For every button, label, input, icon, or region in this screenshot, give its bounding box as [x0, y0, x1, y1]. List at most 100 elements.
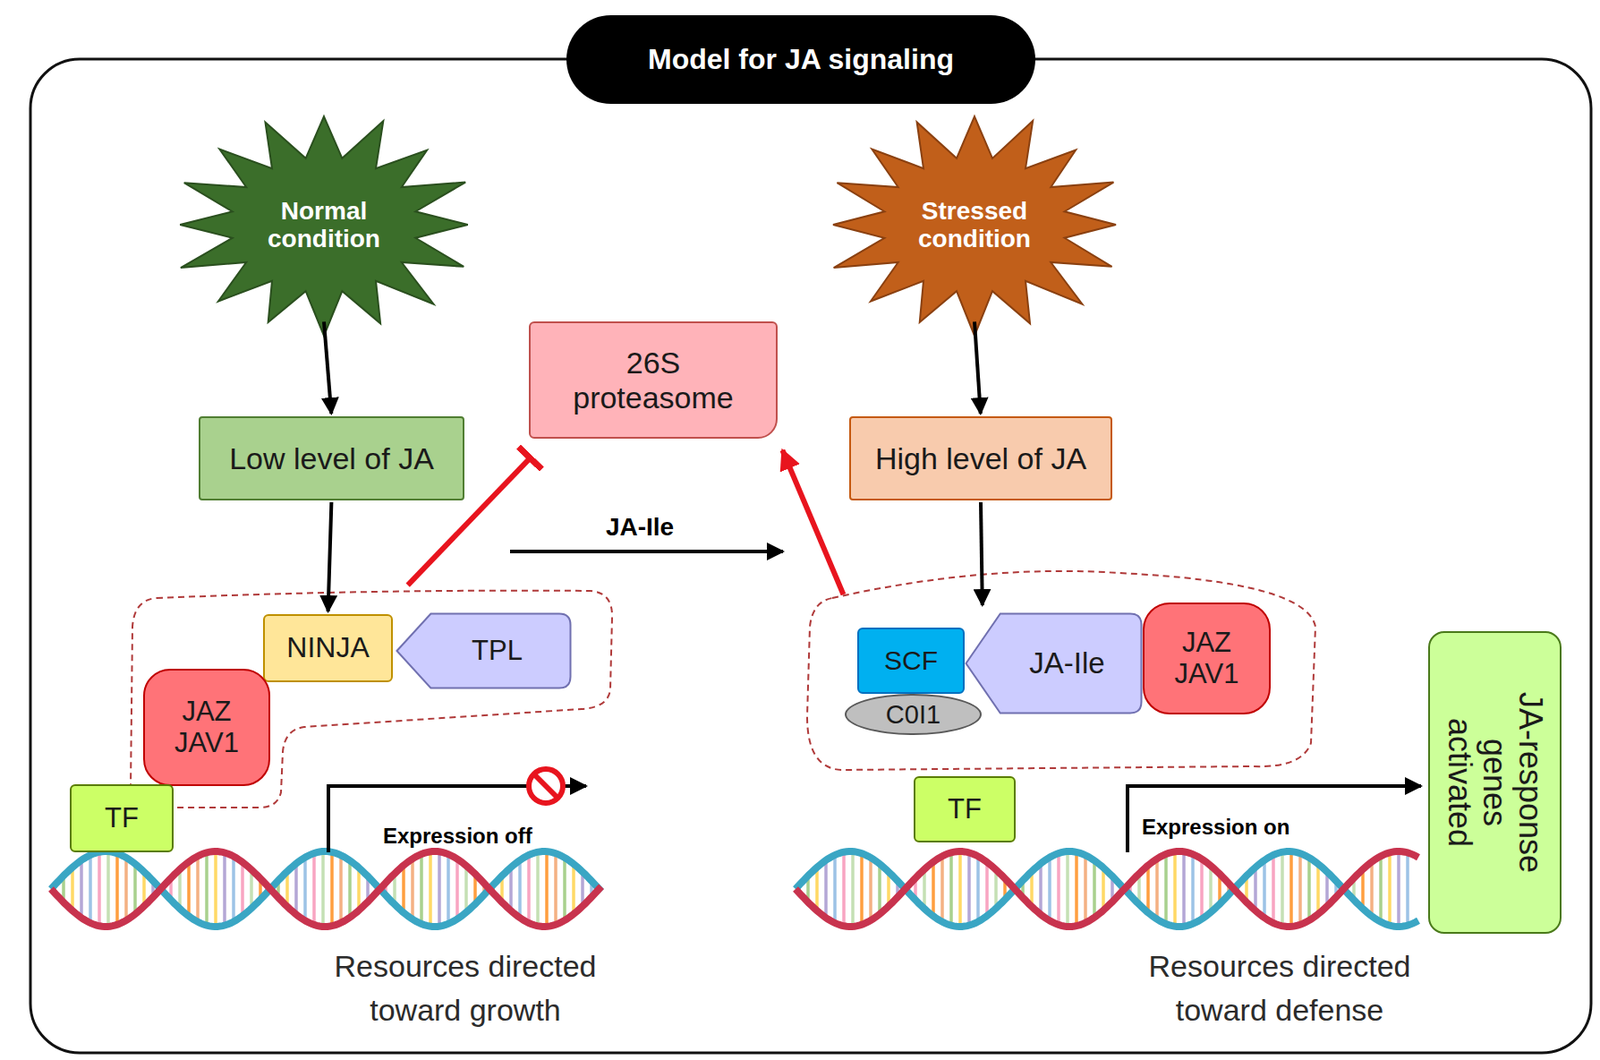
dna-rung: [967, 851, 971, 925]
diagram-title: Model for JA signaling: [647, 42, 954, 77]
dna-rung: [833, 854, 837, 923]
star-outline: [179, 116, 469, 336]
dna-rung: [985, 861, 989, 916]
connector-arrow: [782, 450, 843, 595]
dna-rung: [509, 867, 513, 911]
transcription-factor-box: TF: [69, 783, 174, 852]
dna-rung: [571, 863, 576, 914]
node-text: JA-Ile: [1029, 646, 1105, 681]
dna-rung: [401, 865, 406, 913]
dna-rung: [1280, 851, 1285, 927]
node-text: TF: [947, 793, 982, 826]
transcription-arrow: [1127, 785, 1422, 852]
dna-rung: [1396, 851, 1401, 927]
dna-rung: [1298, 852, 1303, 925]
dna-rung: [222, 851, 227, 925]
node-text: TPL: [471, 635, 523, 667]
node-text: SCF: [884, 645, 938, 676]
dna-rung: [1405, 851, 1410, 925]
dna-rung: [464, 865, 469, 912]
dna-rung: [1155, 858, 1159, 920]
dna-rung: [527, 854, 531, 923]
dna-rung: [562, 857, 567, 920]
dna-rung: [1253, 867, 1258, 911]
output-box: JA-response genes activated: [1428, 630, 1562, 934]
node-text: Stressed condition: [898, 196, 1051, 254]
dna-rung: [195, 855, 200, 921]
node-text: Normal condition: [247, 196, 400, 254]
dna-strand: [51, 851, 602, 927]
no-entry-symbol: [534, 774, 558, 798]
protein-pentagon: TPL: [395, 612, 572, 690]
signal-label: JA-Ile: [563, 511, 716, 543]
dna-rung: [976, 856, 980, 922]
protein-box: SCF: [857, 627, 965, 694]
dna-rung: [1056, 852, 1061, 925]
dna-rung: [115, 852, 120, 925]
dna-rung: [330, 851, 334, 926]
dna-strand: [795, 851, 1419, 927]
node-text: High level of JA: [875, 441, 1087, 476]
dna-rung: [1074, 851, 1079, 926]
transcription-factor-box: TF: [913, 775, 1016, 843]
dna-rung: [1271, 854, 1276, 923]
dna-rung: [88, 854, 93, 923]
dna-rung: [851, 851, 855, 927]
node-text: JA-response genes activated: [1441, 677, 1549, 888]
node-text: TF: [104, 802, 139, 835]
dna-rung: [1316, 863, 1320, 914]
dna-rung: [1038, 863, 1043, 915]
pentagon-outline: [966, 613, 1142, 714]
outer-frame: [30, 59, 1592, 1053]
signal-arrow: [510, 549, 783, 554]
dna-rung: [1065, 851, 1070, 927]
dna-rung: [1173, 851, 1177, 926]
title-pill: Model for JA signaling: [566, 15, 1036, 104]
dna-rung: [859, 852, 864, 925]
dna-rung: [536, 851, 540, 927]
dna-rung: [133, 863, 137, 914]
node-text: NINJA: [286, 631, 369, 664]
node-text: JAZ JAV1: [1168, 627, 1245, 690]
dna-rung: [79, 859, 84, 918]
dna-rung: [949, 851, 954, 925]
dna-rung: [1387, 851, 1392, 925]
dna-rung: [1208, 865, 1213, 912]
dna-rung: [455, 859, 460, 920]
dna-rung: [97, 851, 102, 927]
dna-rung: [518, 859, 522, 918]
dna-rung: [553, 852, 558, 925]
dna-rung: [1083, 854, 1088, 922]
dna-rung: [213, 851, 218, 927]
dna-rung: [1146, 865, 1150, 913]
dna-rung: [204, 851, 209, 925]
dna-rung: [958, 851, 962, 927]
dna-rung: [446, 853, 451, 924]
connector-arrow: [328, 502, 332, 612]
dna-rung: [321, 851, 325, 927]
level-box: Low level of JA: [198, 416, 465, 501]
connector-arrow: [980, 502, 983, 605]
dna-rung: [815, 867, 819, 911]
dna-helix: [51, 851, 602, 927]
outcome-note: Resources directed toward growth: [308, 944, 622, 1033]
protein-ellipse: C0I1: [844, 693, 982, 735]
dna-rung: [877, 863, 882, 914]
dna-rung: [294, 863, 298, 915]
dna-rung: [240, 861, 245, 916]
dna-rung: [410, 858, 415, 920]
complex-outline: [807, 570, 1316, 770]
expression-label: Expression off: [382, 823, 598, 850]
dna-strand: [795, 851, 1419, 927]
dna-rung: [940, 855, 945, 921]
dna-rung: [419, 853, 424, 924]
dna-rung: [1101, 867, 1106, 911]
proteasome-box: 26S proteasome: [528, 321, 778, 439]
dna-rung: [1307, 857, 1311, 920]
dna-rung: [1200, 859, 1204, 920]
node-text: Low level of JA: [229, 441, 435, 476]
dna-rung: [124, 857, 128, 920]
protein-box: JAZ JAV1: [143, 668, 271, 786]
protein-box: NINJA: [263, 613, 393, 682]
